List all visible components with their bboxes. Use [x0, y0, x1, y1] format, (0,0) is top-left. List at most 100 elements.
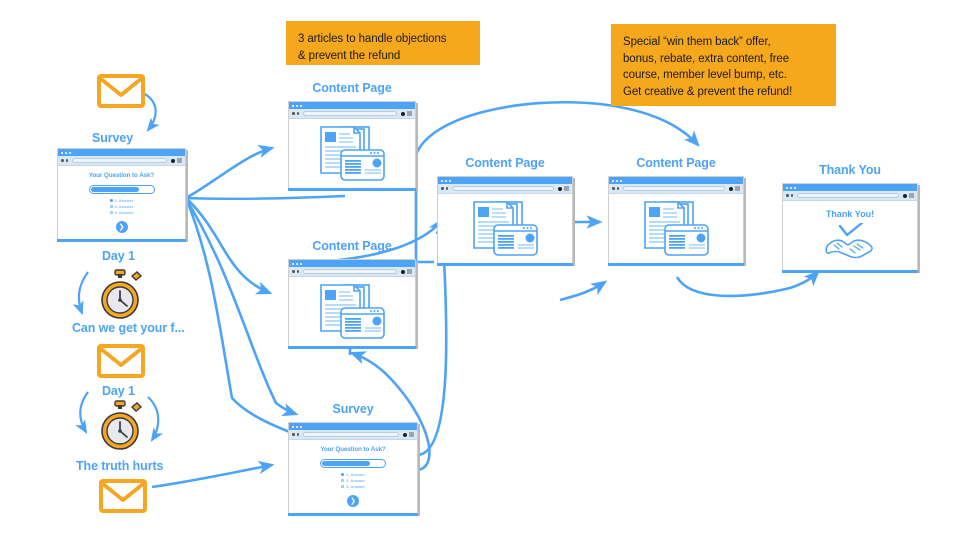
radio-icon[interactable]	[341, 485, 345, 488]
documents-stack-icon	[320, 125, 385, 181]
radio-icon[interactable]	[109, 199, 113, 202]
toolbar	[58, 156, 185, 166]
chevron-right-icon[interactable]: ❯	[347, 495, 359, 507]
survey-option[interactable]: 2. Answer	[341, 478, 365, 483]
address-bar[interactable]	[303, 432, 399, 437]
survey-option[interactable]: 1. Answer	[341, 472, 365, 477]
survey-option[interactable]: 2. Answer	[109, 204, 133, 209]
toolbar	[438, 184, 572, 194]
forward-icon[interactable]	[296, 270, 299, 273]
window-title: Content Page	[312, 239, 392, 253]
back-icon[interactable]	[612, 187, 615, 190]
browser-frame: Your Question to Ask? 1. Answer 2. Answe…	[57, 148, 186, 242]
circle-icon[interactable]	[401, 269, 405, 274]
browser-frame	[288, 259, 416, 349]
menu-icon[interactable]	[407, 269, 412, 274]
survey-slider[interactable]	[320, 459, 386, 468]
content-body	[289, 119, 415, 188]
survey-option[interactable]: 3. Answer	[341, 484, 365, 489]
back-icon[interactable]	[292, 112, 295, 115]
subject-line-b: The truth hurts	[76, 459, 164, 473]
survey-option[interactable]: 3. Answer	[109, 210, 133, 215]
content-body	[289, 277, 415, 346]
survey-option-label: 3. Answer	[346, 484, 365, 489]
window-title: Content Page	[312, 81, 392, 95]
survey-options: 1. Answer 2. Answer 3. Answer	[109, 198, 134, 215]
title-dot-icon	[61, 151, 63, 154]
title-dot-icon	[69, 151, 71, 154]
title-dot-icon	[65, 151, 67, 154]
toolbar	[609, 184, 743, 194]
forward-icon[interactable]	[445, 187, 448, 190]
back-icon[interactable]	[292, 433, 295, 436]
back-icon[interactable]	[786, 194, 789, 197]
window-footer	[288, 188, 416, 191]
envelope-icon	[96, 71, 146, 116]
title-dot-icon	[300, 104, 302, 107]
survey-body: Your Question to Ask? 1. Answer 2. Answe…	[289, 440, 417, 513]
radio-icon[interactable]	[109, 205, 113, 208]
address-bar[interactable]	[303, 111, 397, 116]
forward-icon[interactable]	[616, 187, 619, 190]
title-dot-icon	[296, 425, 298, 428]
title-dot-icon	[292, 104, 294, 107]
survey-options: 1. Answer 2. Answer 3. Answer	[341, 472, 365, 489]
back-icon[interactable]	[292, 270, 295, 273]
note-articles: 3 articles to handle objections & preven…	[286, 21, 480, 65]
menu-icon[interactable]	[564, 186, 569, 191]
window-footer	[608, 263, 744, 266]
forward-icon[interactable]	[296, 112, 299, 115]
survey-question: Your Question to Ask?	[320, 446, 386, 453]
back-icon[interactable]	[441, 187, 444, 190]
address-bar[interactable]	[623, 186, 725, 191]
address-bar[interactable]	[72, 158, 167, 163]
address-bar[interactable]	[797, 193, 899, 198]
survey-option[interactable]: 1. Answer	[109, 198, 134, 203]
circle-icon[interactable]	[729, 186, 733, 191]
title-dot-icon	[296, 262, 298, 265]
menu-icon[interactable]	[735, 186, 740, 191]
chevron-right-icon[interactable]: ❯	[115, 221, 128, 233]
window-footer	[57, 239, 186, 242]
content-body	[609, 194, 743, 263]
title-dot-icon	[441, 179, 443, 182]
subject-line-a: Can we get your f...	[72, 321, 185, 335]
window-thank-you[interactable]: Thank You Thank You!	[782, 163, 918, 273]
window-survey-bottom[interactable]: Survey Your Question to Ask?	[288, 402, 418, 516]
window-content-page-4[interactable]: Content Page	[608, 156, 744, 266]
forward-icon[interactable]	[790, 194, 793, 197]
survey-question: Your Question to Ask?	[88, 172, 155, 179]
title-bar	[609, 177, 743, 184]
radio-icon[interactable]	[341, 479, 345, 482]
address-bar[interactable]	[452, 186, 554, 191]
window-survey-top[interactable]: Your Question to Ask? 1. Answer 2. Answe…	[57, 148, 186, 242]
radio-icon[interactable]	[109, 211, 113, 214]
toolbar	[289, 109, 415, 119]
circle-icon[interactable]	[401, 111, 405, 116]
survey-slider[interactable]	[88, 185, 155, 194]
menu-icon[interactable]	[409, 432, 414, 437]
browser-frame	[608, 176, 744, 266]
forward-icon[interactable]	[296, 433, 299, 436]
menu-icon[interactable]	[177, 158, 182, 163]
forward-icon[interactable]	[65, 159, 68, 162]
toolbar	[289, 267, 415, 277]
menu-icon[interactable]	[909, 193, 914, 198]
circle-icon[interactable]	[903, 193, 907, 198]
day-1-label-b: Day 1	[102, 384, 135, 398]
window-content-page-2[interactable]: Content Page	[288, 239, 416, 349]
window-content-page-3[interactable]: Content Page	[437, 156, 573, 266]
circle-icon[interactable]	[558, 186, 562, 191]
survey-option-label: 1. Answer	[114, 198, 134, 203]
browser-frame: Thank You!	[782, 183, 918, 273]
address-bar[interactable]	[303, 269, 397, 274]
title-dot-icon	[292, 262, 294, 265]
window-content-page-1[interactable]: Content Page	[288, 81, 416, 191]
radio-icon[interactable]	[341, 473, 345, 476]
back-icon[interactable]	[61, 159, 64, 162]
documents-stack-icon	[644, 200, 709, 256]
circle-icon[interactable]	[171, 158, 175, 163]
circle-icon[interactable]	[403, 432, 407, 437]
title-dot-icon	[790, 186, 792, 189]
menu-icon[interactable]	[407, 111, 412, 116]
